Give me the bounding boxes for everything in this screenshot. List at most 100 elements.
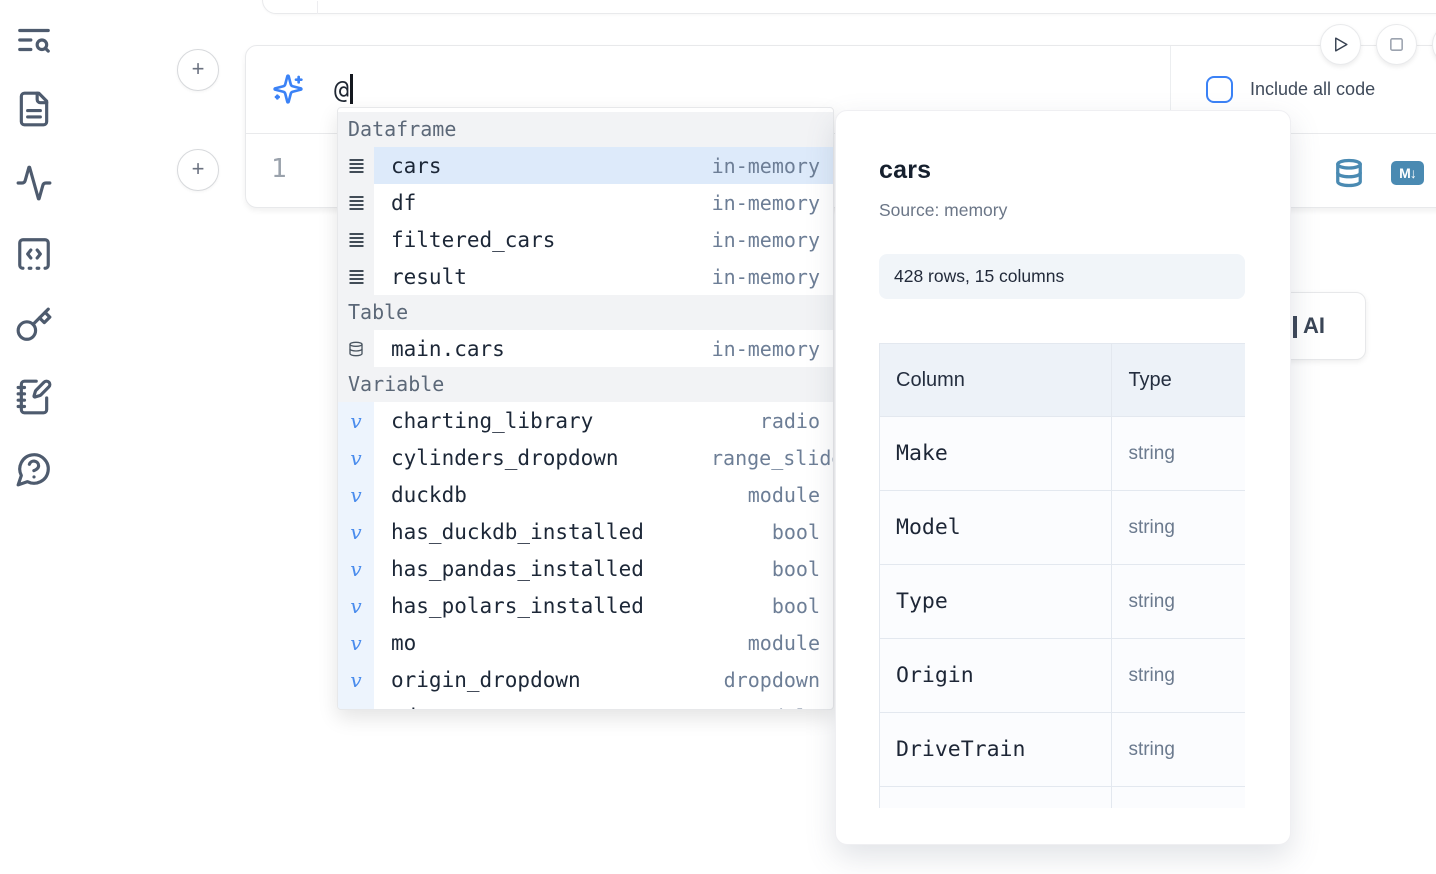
completion-type: in-memory	[711, 190, 820, 215]
sparkles-icon	[272, 73, 304, 105]
completion-type: module	[747, 482, 820, 507]
text-cursor	[350, 74, 353, 104]
variable-icon: v	[338, 476, 374, 513]
column-name: DriveTrain	[896, 737, 1026, 762]
completion-type: range_slider	[711, 445, 833, 470]
completion-type: bool	[771, 556, 820, 581]
completion-name: mo	[391, 630, 417, 655]
variable-icon: v	[338, 624, 374, 661]
panel-title: cars	[879, 156, 932, 184]
type-header: Type	[1111, 343, 1245, 417]
include-all-code-label: Include all code	[1250, 79, 1376, 99]
column-name: Model	[896, 515, 961, 540]
completion-item-has-pandas-installed[interactable]: v has_pandas_installed bool	[338, 550, 833, 587]
variable-icon: v	[338, 661, 374, 698]
completion-item-origin-dropdown[interactable]: v origin_dropdown dropdown	[338, 661, 833, 698]
variable-icon: v	[338, 439, 374, 476]
completion-section-header: Variable	[338, 367, 833, 402]
add-cell-above-button[interactable]: +	[177, 49, 219, 91]
stop-icon	[1390, 38, 1403, 51]
completion-type: module	[747, 630, 820, 655]
clipped-letter	[1293, 316, 1297, 338]
key-icon[interactable]	[15, 306, 55, 346]
table-row: Model string	[879, 490, 1245, 565]
completion-name: duckdb	[391, 482, 467, 507]
table-row: Make string	[879, 416, 1245, 491]
completion-type: dropdown	[723, 667, 820, 692]
column-name: Make	[896, 441, 948, 466]
database-icon	[338, 330, 374, 367]
shape-badge: 428 rows, 15 columns	[879, 254, 1245, 299]
square-dashed-bottom-code-icon[interactable]	[15, 235, 55, 275]
completion-type: bool	[771, 519, 820, 544]
play-icon	[1335, 37, 1348, 52]
run-cell-button[interactable]	[1320, 24, 1361, 65]
variable-icon: v	[338, 513, 374, 550]
variable-icon: v	[338, 698, 374, 709]
completion-type: in-memory	[711, 227, 820, 252]
column-type: string	[1128, 442, 1175, 464]
variable-icon: v	[338, 550, 374, 587]
column-type: string	[1128, 590, 1175, 612]
completion-type: in-memory	[711, 153, 820, 178]
completion-item-filtered-cars[interactable]: filtered_cars in-memory	[338, 221, 833, 258]
line-number: 1	[271, 154, 287, 184]
variable-icon: v	[338, 402, 374, 439]
dataframe-icon	[338, 147, 374, 184]
completion-item-has-polars-installed[interactable]: v has_polars_installed bool	[338, 587, 833, 624]
completion-name: filtered_cars	[391, 227, 556, 252]
column-name: Type	[896, 589, 948, 614]
add-cell-below-button[interactable]: +	[177, 149, 219, 191]
completion-type: in-memory	[711, 264, 820, 289]
ai-prompt-input[interactable]: @	[334, 74, 353, 104]
file-text-icon[interactable]	[15, 90, 55, 130]
completion-item-pd[interactable]: v pd module	[338, 698, 833, 710]
completion-section-header: Table	[338, 295, 833, 330]
completion-name: cylinders_dropdown	[391, 445, 619, 470]
column-header: Column	[879, 343, 1113, 417]
message-circle-question-icon[interactable]	[15, 450, 55, 490]
dataframe-icon	[338, 184, 374, 221]
prompt-divider	[1170, 46, 1171, 133]
completion-item-df[interactable]: df in-memory	[338, 184, 833, 221]
completion-type: module	[748, 705, 820, 710]
completion-name: cars	[391, 153, 442, 178]
include-all-code-checkbox[interactable]	[1206, 76, 1233, 103]
column-type: string	[1128, 516, 1175, 538]
left-sidebar	[0, 0, 72, 874]
completion-type: bool	[771, 593, 820, 618]
column-type: string	[1128, 664, 1175, 686]
completion-name: origin_dropdown	[391, 667, 581, 692]
markdown-convert-icon[interactable]: M↓	[1391, 161, 1424, 185]
dataframe-icon	[338, 221, 374, 258]
completion-name: df	[391, 190, 417, 215]
table-row	[879, 786, 1245, 808]
table-row: Type string	[879, 564, 1245, 639]
dataframe-detail-panel: cars Source: memory 428 rows, 15 columns…	[835, 110, 1291, 845]
completion-item-cylinders-dropdown[interactable]: v cylinders_dropdown range_slider	[338, 439, 833, 476]
activity-icon[interactable]	[15, 164, 55, 204]
completion-name: main.cars	[391, 336, 505, 361]
variable-icon: v	[338, 587, 374, 624]
stop-button[interactable]	[1376, 24, 1417, 65]
text-search-icon[interactable]	[15, 21, 55, 61]
completion-item-cars[interactable]: cars in-memory	[338, 147, 833, 184]
previous-cell-bottom-edge	[262, 0, 1436, 14]
completion-name: pd	[391, 705, 416, 710]
notebook-pen-icon[interactable]	[15, 378, 55, 418]
completion-name: has_pandas_installed	[391, 556, 644, 581]
database-icon[interactable]	[1334, 158, 1364, 188]
completion-name: charting_library	[391, 408, 594, 433]
code-editor-row[interactable]: 1 M↓	[246, 134, 1436, 208]
completion-name: has_polars_installed	[391, 593, 644, 618]
